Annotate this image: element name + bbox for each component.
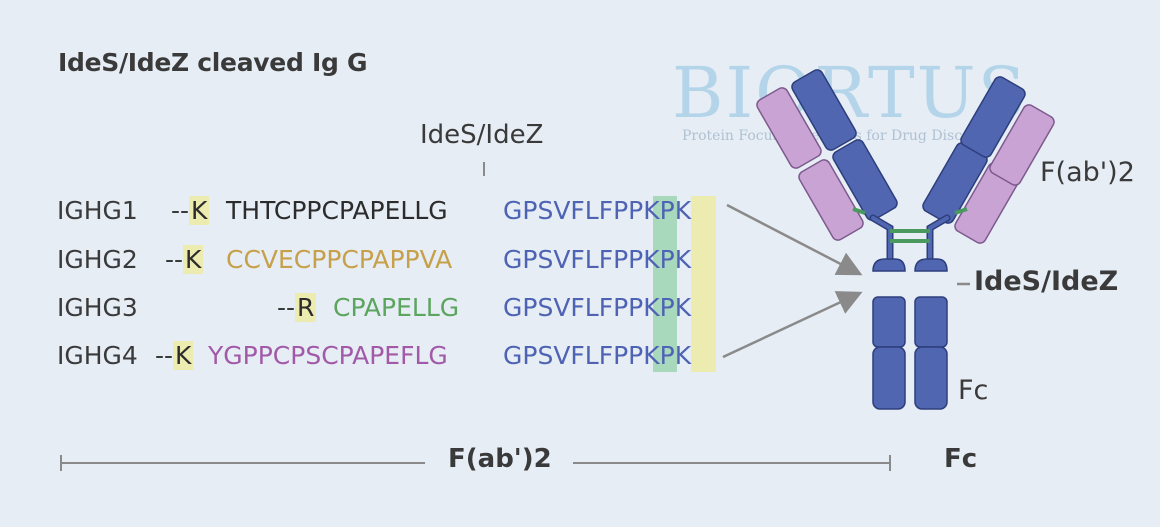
cleavage-residue: R [295, 293, 317, 322]
fc-ch3 [872, 346, 906, 410]
heavy-chain-vh [791, 69, 857, 151]
bottom-scale [60, 455, 891, 471]
cleavage-residue: K [183, 245, 204, 274]
gene-label: IGHG4 [57, 341, 138, 370]
heavy-chain-ch1 [832, 139, 898, 221]
residue-prefix: --K [171, 196, 210, 225]
conserved-sequence: GPSVFLFPPKPK [503, 196, 691, 225]
k-residue: K [643, 341, 660, 370]
cleavage-tick [483, 162, 485, 176]
arrow-to-cleavage-site [726, 203, 863, 276]
terminal-k-band [691, 196, 716, 372]
figure-title: IdeS/IdeZ cleaved Ig G [58, 48, 368, 77]
fab-label: F(ab')2 [1040, 157, 1135, 188]
p-residue: P [659, 293, 675, 322]
k-residue: K [643, 245, 660, 274]
k-residue: K [674, 245, 692, 274]
heavy-chain-vh [960, 76, 1026, 158]
p-residue: P [659, 196, 675, 225]
hinge-sequence: CPAPELLG [333, 293, 460, 322]
cleavage-residue: K [173, 341, 194, 370]
fc-region [872, 296, 948, 410]
hinge-cap-right [914, 258, 948, 272]
gene-label: IGHG1 [57, 196, 138, 225]
conserved-sequence: GPSVFLFPPKPK [503, 341, 691, 370]
arrow-to-cleavage-site [722, 291, 863, 359]
hinge-sequence: YGPPCPSCPAPEFLG [208, 341, 448, 370]
light-chain-variable [756, 87, 822, 169]
fab-left-arm [756, 69, 898, 241]
k-residue: K [643, 293, 660, 322]
k-residue: K [674, 341, 692, 370]
fc-ch2 [914, 296, 948, 348]
residue-prefix: --K [155, 341, 194, 370]
conserved-sequence: GPSVFLFPPKPK [503, 293, 691, 322]
conserved-core: GPSVFLFPP [503, 341, 644, 370]
k-residue: K [674, 196, 692, 225]
p-residue: P [659, 341, 675, 370]
residue-prefix: --R [277, 293, 317, 322]
conserved-k-band [653, 196, 677, 372]
residue-prefix: --K [165, 245, 204, 274]
dash: -- [165, 245, 184, 274]
fc-ch3 [914, 346, 948, 410]
fc-label: Fc [958, 375, 989, 406]
hinge-cap-left [872, 258, 906, 272]
conserved-core: GPSVFLFPP [503, 293, 644, 322]
hinge-sequence: THTCPPCPAPELLG [226, 196, 448, 225]
dash: -- [171, 196, 190, 225]
cleavage-residue: K [189, 196, 210, 225]
enzyme-label-top: IdeS/IdeZ [420, 120, 544, 150]
gene-label: IGHG3 [57, 293, 138, 322]
dash: -- [155, 341, 174, 370]
cleavage-label: IdeS/IdeZ [974, 266, 1119, 297]
disulfide-bond [954, 207, 968, 215]
light-chain-constant [798, 159, 864, 241]
conserved-sequence: GPSVFLFPPKPK [503, 245, 691, 274]
disulfide-bond [852, 207, 866, 215]
gene-label: IGHG2 [57, 245, 138, 274]
hinge-sequence: CCVECPPCPAPPVA [226, 245, 453, 274]
fab-right-arm [922, 76, 1055, 244]
dash: -- [277, 293, 296, 322]
p-residue: P [659, 245, 675, 274]
scale-fc-label: Fc [944, 444, 978, 474]
hinge-region [869, 214, 951, 272]
scale-fab-label: F(ab')2 [448, 444, 552, 474]
k-residue: K [674, 293, 692, 322]
light-chain-variable [989, 104, 1055, 186]
conserved-core: GPSVFLFPP [503, 245, 644, 274]
conserved-core: GPSVFLFPP [503, 196, 644, 225]
k-residue: K [643, 196, 660, 225]
fc-ch2 [872, 296, 906, 348]
